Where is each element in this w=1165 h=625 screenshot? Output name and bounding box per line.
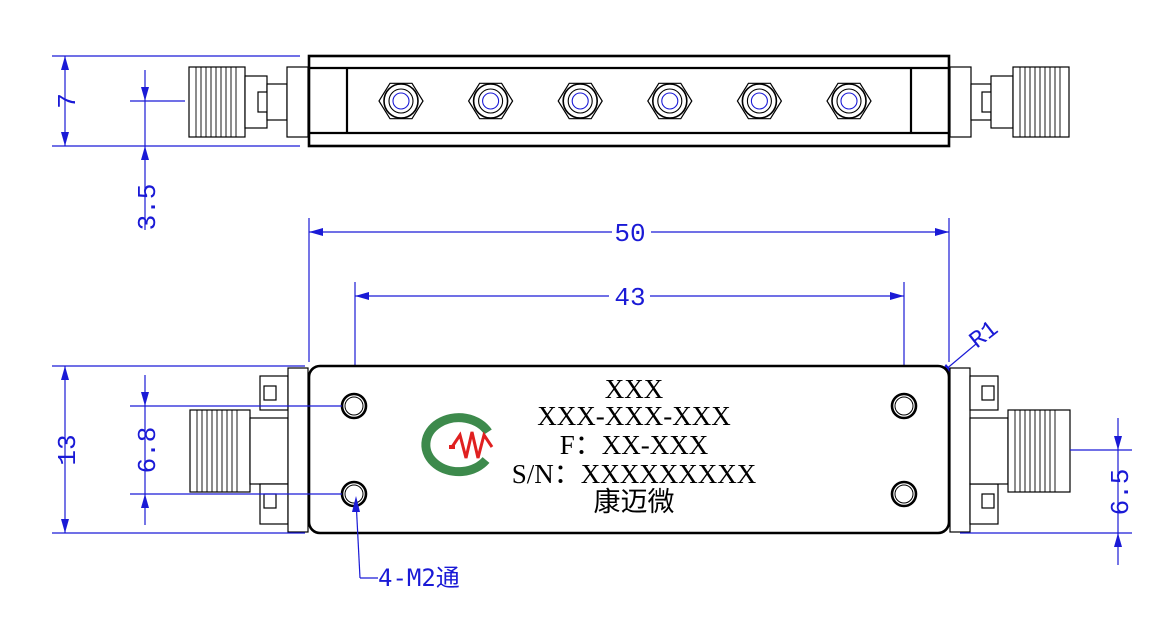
dim-connector-offset: 6.5	[1106, 469, 1136, 516]
dim-hole-spacing: 43	[614, 283, 645, 313]
mounting-hole	[890, 392, 918, 420]
holes-leader	[352, 496, 378, 579]
length-dimensions	[308, 218, 950, 388]
product-label: XXX XXX-XXX-XXX F：XX-XXX S/N：XXXXXXXXX 康…	[512, 374, 757, 518]
dim-radius: R1	[965, 316, 1004, 355]
tuning-screws	[378, 82, 872, 120]
tuning-screw	[378, 82, 424, 120]
mounting-hole	[890, 480, 918, 508]
label-line-1: XXX	[605, 374, 664, 404]
top-dimensions	[52, 55, 300, 230]
left-connector-top	[188, 66, 309, 138]
dim-top-height: 7	[53, 93, 83, 109]
mounting-hole	[340, 480, 368, 508]
tuning-screw	[826, 82, 872, 120]
tuning-screw	[647, 82, 693, 120]
mounting-hole	[340, 392, 368, 420]
company-logo	[421, 413, 494, 477]
top-view	[188, 54, 1070, 148]
filter-body	[307, 364, 951, 535]
label-line-5: 康迈微	[594, 487, 675, 518]
tuning-screw	[736, 82, 783, 120]
label-line-2: XXX-XXX-XXX	[537, 401, 731, 431]
label-line-4: S/N：XXXXXXXXX	[512, 459, 757, 489]
right-connector-top	[949, 66, 1070, 138]
dim-overall-length: 50	[614, 219, 645, 249]
tuning-screw	[467, 82, 514, 120]
holes-note: 4-M2通	[378, 564, 460, 592]
right-connector-front	[949, 367, 1071, 533]
mounting-holes	[340, 392, 918, 508]
dim-hole-vertical: 6.8	[133, 427, 163, 474]
height-dimensions	[52, 365, 342, 534]
dim-top-half: 3.5	[133, 184, 163, 231]
left-connector-front	[189, 367, 309, 533]
label-line-3: F：XX-XXX	[560, 430, 709, 460]
connector-offset-dimension	[960, 418, 1132, 565]
tuning-screw	[557, 82, 603, 120]
dim-body-height: 13	[53, 434, 83, 465]
